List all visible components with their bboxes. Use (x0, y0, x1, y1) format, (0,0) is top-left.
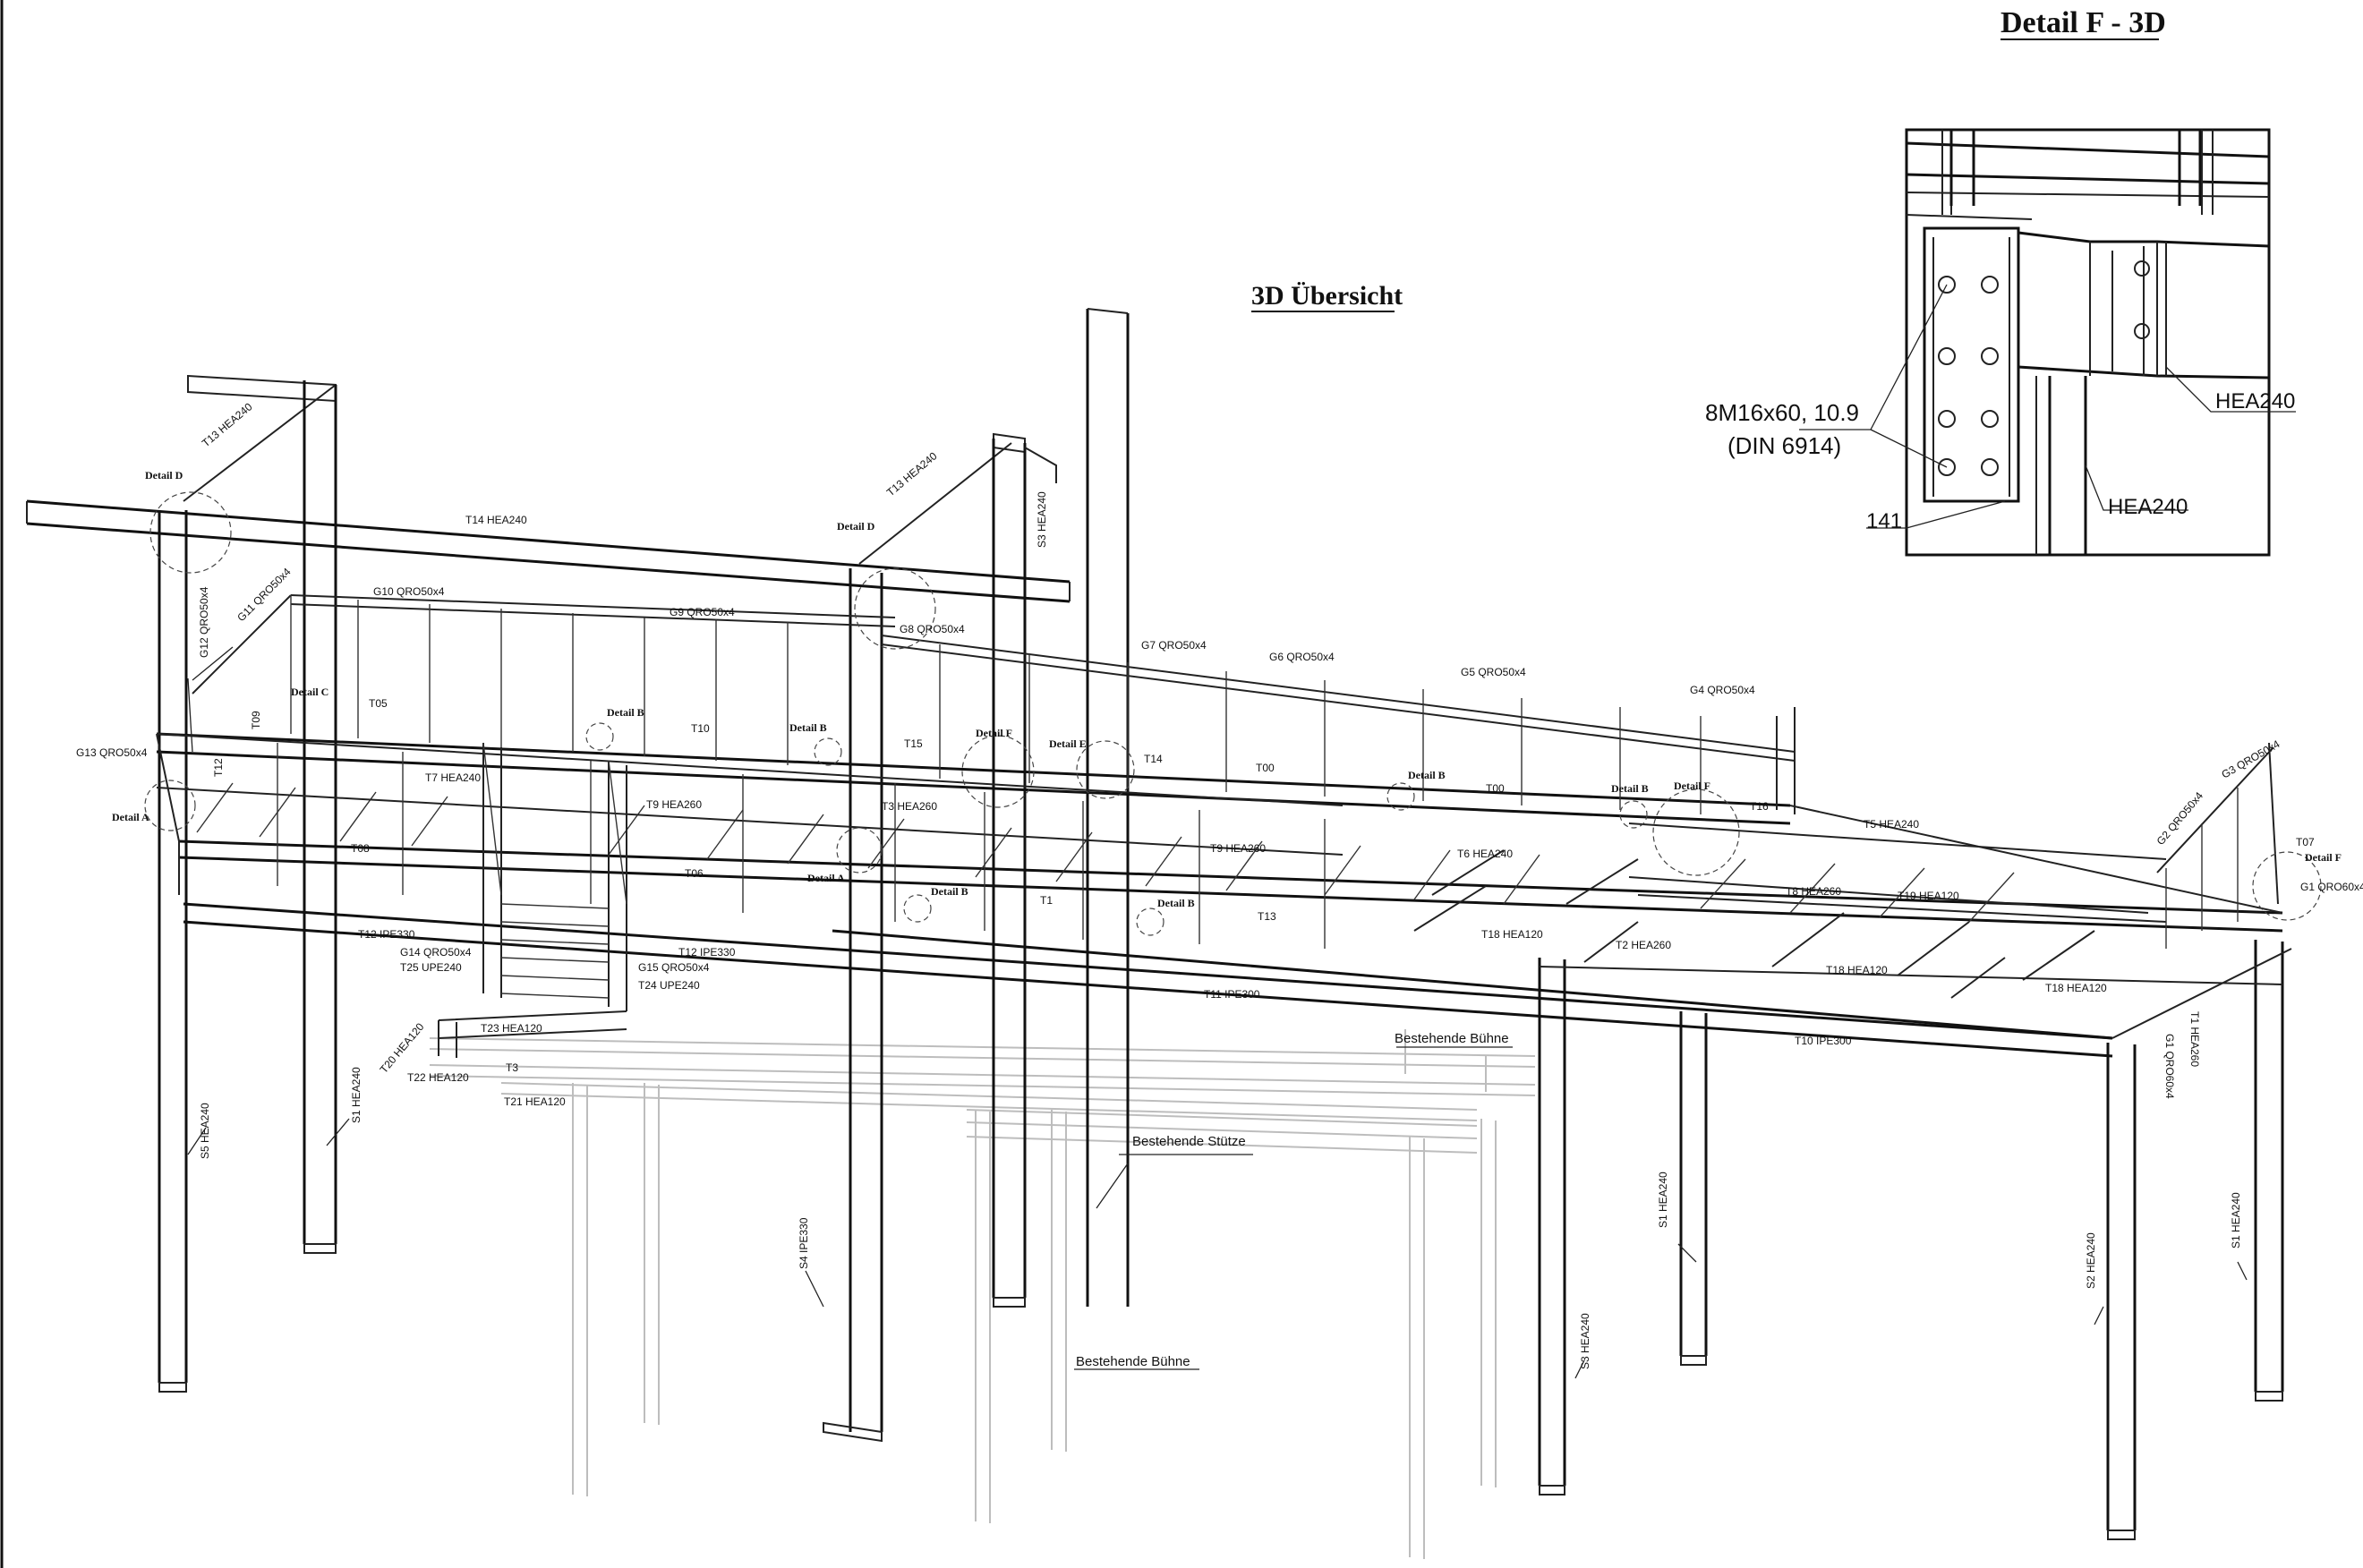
label-t9a: T9 HEA260 (646, 798, 702, 811)
label-t13c: T13 (1258, 910, 1276, 923)
label-g1-vertical: G1 QRO60x4 (2163, 1034, 2176, 1099)
label-t11: T11 IPE300 (1204, 988, 1260, 1001)
detail-marker-b1: Detail B (607, 706, 644, 719)
label-t25: T25 UPE240 (400, 961, 462, 974)
label-t13a: T13 HEA240 (200, 400, 255, 449)
label-s4: S4 IPE330 (798, 1217, 810, 1269)
detail-marker-b2: Detail B (789, 721, 827, 734)
label-t00b: T00 (1486, 782, 1505, 795)
label-existing-platform-2: Bestehende Bühne (1076, 1354, 1190, 1369)
label-t15: T15 (904, 737, 923, 750)
label-g2: G2 QRO50x4 (2154, 789, 2206, 848)
detail-f-inset (1799, 128, 2296, 557)
detail-marker-f2: Detail F (1674, 780, 1710, 792)
label-g15: G15 QRO50x4 (638, 961, 710, 974)
detail-f-title: Detail F - 3D (2000, 6, 2166, 39)
detail-marker-d1: Detail D (145, 469, 183, 481)
bolt-callout: 8M16x60, 10.9 (1705, 399, 1859, 426)
label-t7: T7 HEA240 (425, 771, 481, 784)
label-t6: T6 HEA240 (1457, 848, 1513, 860)
label-t8: T8 HEA260 (1786, 885, 1841, 898)
label-g10: G10 QRO50x4 (373, 585, 445, 598)
label-t3x: T3 (506, 1061, 518, 1074)
label-g13: G13 QRO50x4 (76, 746, 148, 759)
label-t08: T08 (351, 842, 370, 855)
label-g1: G1 QRO60x4 (2300, 881, 2363, 893)
label-g5: G5 QRO50x4 (1461, 666, 1526, 678)
overview-title: 3D Übersicht (1251, 281, 1403, 311)
label-t19: T19 HEA120 (1898, 890, 1959, 902)
detail-marker-f3: Detail F (2305, 851, 2342, 864)
label-t12a: T12 (212, 758, 225, 777)
detail-marker-a1: Detail A (112, 811, 149, 823)
label-t06: T06 (685, 867, 704, 880)
label-g9: G9 QRO50x4 (670, 606, 735, 618)
label-t18c: T18 HEA120 (2045, 982, 2107, 994)
label-s2: S2 HEA240 (2085, 1232, 2097, 1289)
existing-structure (429, 1029, 1536, 1559)
detail-marker-a2: Detail A (807, 872, 845, 884)
beam-callout-top: HEA240 (2215, 389, 2295, 413)
label-t18a: T18 HEA120 (1481, 928, 1543, 941)
bolt-norm-callout: (DIN 6914) (1727, 432, 1841, 459)
label-t21: T21 HEA120 (504, 1095, 566, 1108)
label-t18b: T18 HEA120 (1826, 964, 1888, 976)
label-t20: T20 HEA120 (378, 1020, 427, 1076)
main-structure (26, 308, 2292, 1540)
label-existing-column: Bestehende Stütze (1132, 1134, 1246, 1149)
label-s1b: S1 HEA240 (1657, 1172, 1669, 1228)
beam-callout-bottom: HEA240 (2108, 495, 2188, 519)
label-t24: T24 UPE240 (638, 979, 700, 992)
label-t2: T2 HEA260 (1616, 939, 1671, 951)
label-t10a: T10 (691, 722, 710, 735)
label-t5: T5 HEA240 (1864, 818, 1919, 831)
label-t1: T1 (1040, 894, 1053, 907)
detail-marker-b6: Detail B (1611, 782, 1649, 795)
label-s3: S3 HEA240 (1579, 1313, 1591, 1369)
label-g11: G11 QRO50x4 (235, 565, 294, 624)
label-t13b: T13 HEA240 (884, 449, 940, 499)
label-t07: T07 (2296, 836, 2315, 848)
detail-marker-b3: Detail B (931, 885, 968, 898)
label-g3: G3 QRO50x4 (2220, 737, 2282, 781)
detail-marker-d2: Detail D (837, 520, 875, 533)
label-g4: G4 QRO50x4 (1690, 684, 1755, 696)
detail-circles (144, 491, 2322, 936)
label-s1a: S1 HEA240 (350, 1067, 363, 1123)
label-t09: T09 (250, 711, 262, 729)
detail-marker-f1: Detail F (976, 727, 1012, 739)
label-t05: T05 (369, 697, 388, 710)
label-t9b: T9 HEA260 (1210, 842, 1266, 855)
label-g6: G6 QRO50x4 (1269, 651, 1335, 663)
label-g8: G8 QRO50x4 (900, 623, 965, 635)
label-g7: G7 QRO50x4 (1141, 639, 1207, 652)
label-t23: T23 HEA120 (481, 1022, 542, 1035)
label-t1-vertical: T1 HEA260 (2188, 1011, 2201, 1067)
label-t14: T14 HEA240 (465, 514, 527, 526)
label-leaders (187, 646, 2248, 1379)
detail-marker-b4: Detail B (1157, 897, 1195, 909)
label-t3: T3 HEA260 (882, 800, 937, 813)
label-t12c: T12 IPE330 (678, 946, 736, 959)
label-g12: G12 QRO50x4 (198, 586, 210, 658)
label-t12b: T12 IPE330 (358, 928, 415, 941)
label-s5: S5 HEA240 (199, 1103, 211, 1159)
label-existing-platform-1: Bestehende Bühne (1395, 1031, 1509, 1046)
detail-marker-c: Detail C (291, 686, 328, 698)
label-s3-top: S3 HEA240 (1036, 491, 1048, 548)
label-t00: T00 (1256, 762, 1275, 774)
label-t10b: T10 IPE300 (1795, 1035, 1852, 1047)
weld-callout: 141 (1866, 509, 1902, 533)
detail-marker-e: Detail E (1049, 737, 1087, 750)
label-g14: G14 QRO50x4 (400, 946, 472, 959)
label-t16: T16 (1750, 800, 1769, 813)
detail-marker-b5: Detail B (1408, 769, 1446, 781)
label-t14b: T14 (1144, 753, 1163, 765)
label-s1c: S1 HEA240 (2230, 1192, 2242, 1248)
label-t22: T22 HEA120 (407, 1071, 469, 1084)
